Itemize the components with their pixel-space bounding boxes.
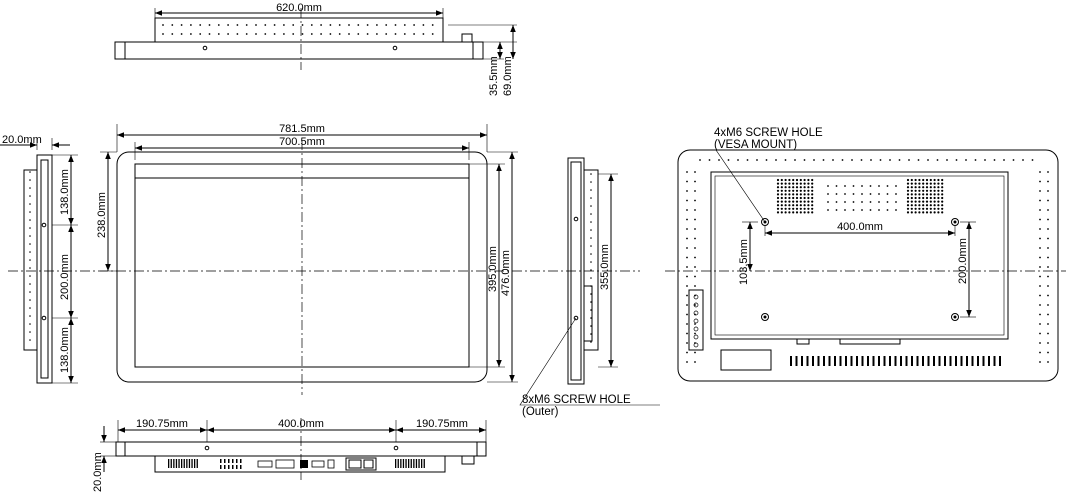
left-spacing-top-label: 138.0mm [59,169,71,215]
top-depth-total-label: 69.0mm [502,56,514,96]
left-spacing-bottom-label: 138.0mm [59,327,71,373]
rear-dot-matrix [827,185,897,211]
side-vent-dots [590,173,592,343]
rear-view: 400.0mm 103.5mm 200.0mm 4xM6 SCREW HOLE … [665,127,1066,382]
outer-screw-callout-title: 8xM6 SCREW HOLE [522,394,631,406]
front-view: 781.5mm 700.5mm 238.0mm 395.0mm 476.0mm [96,123,518,395]
osd-button-strip [693,294,699,348]
vesa-offset-label: 103.5mm [738,239,750,285]
front-upper-offset-label: 238.0mm [96,192,108,238]
top-width-label: 620.0mm [276,2,322,14]
frame-mount-dots [686,159,1049,363]
vent-dot-grid [162,24,434,35]
right-hole-spacing-label: 355.0mm [599,244,611,290]
bottom-right-spacing-label: 190.75mm [416,418,468,430]
rear-vent-grid [776,178,944,214]
front-inner-height-label: 395.0mm [487,246,499,292]
top-depth-body-label: 35.5mm [488,56,500,96]
left-depth-label: 20.0mm [2,134,42,146]
bottom-view: 190.75mm 400.0mm 190.75mm 20.0mm [92,418,487,492]
front-outer-width-label: 781.5mm [279,123,325,135]
io-port-row [257,459,335,469]
left-spacing-mid-label: 200.0mm [59,254,71,300]
vesa-vertical-label: 200.0mm [957,238,969,284]
left-side-view: 20.0mm 138.0mm 200.0mm 138.0mm [0,134,78,384]
top-view: 620.0mm 35.5mm 69.0mm [114,2,517,96]
side-vent-dots [29,171,31,341]
bottom-vent-slots [790,356,1001,366]
bottom-left-spacing-label: 190.75mm [136,418,188,430]
vesa-horizontal-label: 400.0mm [837,221,883,233]
bottom-depth-label: 20.0mm [92,452,104,492]
vesa-callout-sub: (VESA MOUNT) [714,139,797,151]
bottom-vent-blocks [168,459,425,469]
vesa-callout-title: 4xM6 SCREW HOLE [714,127,823,139]
outer-screw-callout-sub: (Outer) [522,406,559,418]
front-outer-height-label: 476.0mm [500,250,512,296]
right-side-view: 355.0mm 8xM6 SCREW HOLE (Outer) [519,157,660,418]
